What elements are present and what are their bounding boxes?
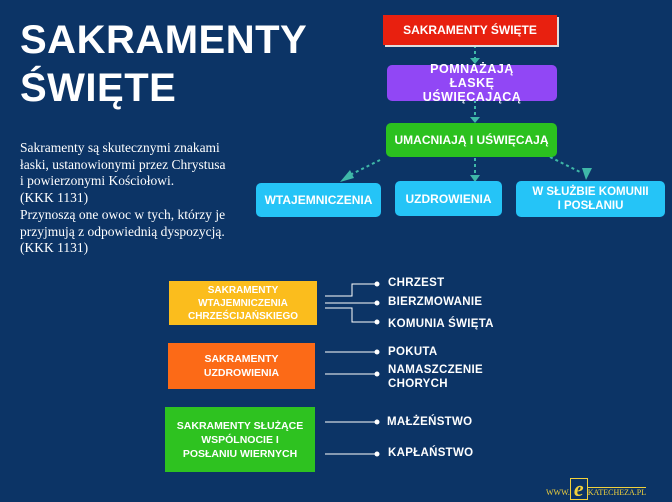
box-label: SAKRAMENTY ŚWIĘTE xyxy=(403,23,537,37)
logo: WWW. e KATECHEZA.PL xyxy=(546,474,647,500)
text-line: Przynoszą one owoc w tych, którzy je xyxy=(20,207,226,222)
page-title: SAKRAMENTY ŚWIĘTE xyxy=(20,16,307,112)
text-line: (KKK 1131) xyxy=(20,240,89,255)
box-label: UZDROWIENIA xyxy=(405,191,492,206)
sacraments-box: SAKRAMENTY ŚWIĘTE xyxy=(383,15,557,45)
sacrament-confirmation: BIERZMOWANIE xyxy=(388,296,483,308)
strengthen-box: UMACNIAJĄ I UŚWIĘCAJĄ xyxy=(386,123,557,157)
sacrament-holy-orders: KAPŁAŃSTWO xyxy=(388,447,474,459)
box-label: W SŁUŻBIE KOMUNII I POSŁANIU xyxy=(532,186,649,212)
effect-text: Przynoszą one owoc w tych, którzy je prz… xyxy=(20,207,260,257)
branch-healing: UZDROWIENIA xyxy=(395,181,502,216)
text-line: Sakramenty są skutecznymi znakami xyxy=(20,140,220,155)
logo-prefix: WWW. xyxy=(546,488,570,497)
logo-letter: e xyxy=(569,478,588,500)
group-service: SAKRAMENTY SŁUŻĄCE WSPÓLNOCIE I POSŁANIU… xyxy=(165,407,315,472)
group-initiation: SAKRAMENTY WTAJEMNICZENIA CHRZEŚCIJAŃSKI… xyxy=(169,281,317,325)
text-line: (KKK 1131) xyxy=(20,189,89,205)
sacrament-baptism: CHRZEST xyxy=(388,277,445,289)
group-healing: SAKRAMENTY UZDROWIENIA xyxy=(168,343,315,389)
box-label: SAKRAMENTY UZDROWIENIA xyxy=(203,353,280,379)
text-line: łaski, ustanowionymi przez Chrystusa xyxy=(20,156,226,172)
branch-service: W SŁUŻBIE KOMUNII I POSŁANIU xyxy=(516,181,665,217)
branch-initiation: WTAJEMNICZENIA xyxy=(256,183,381,217)
sacrament-penance: POKUTA xyxy=(388,346,438,358)
logo-suffix: KATECHEZA.PL xyxy=(587,487,647,497)
sacrament-anointing: NAMASZCZENIE CHORYCH xyxy=(388,364,483,390)
grace-box: POMNAŻAJĄ ŁASKĘ UŚWIĘCAJĄCĄ xyxy=(387,62,557,104)
definition-text: Sakramenty są skutecznymi znakami łaski,… xyxy=(20,140,260,206)
title-line: SAKRAMENTY xyxy=(20,18,308,62)
text-line: i powierzonymi Kościołowi. xyxy=(20,173,175,188)
box-label: WTAJEMNICZENIA xyxy=(264,193,373,207)
box-label: UMACNIAJĄ I UŚWIĘCAJĄ xyxy=(394,133,549,147)
box-label: SAKRAMENTY WTAJEMNICZENIA CHRZEŚCIJAŃSKI… xyxy=(187,284,298,322)
sacrament-marriage: MAŁŻEŃSTWO xyxy=(387,416,473,428)
box-label: SAKRAMENTY SŁUŻĄCE WSPÓLNOCIE I POSŁANIU… xyxy=(176,419,304,460)
title-line: ŚWIĘTE xyxy=(20,66,177,110)
box-label: POMNAŻAJĄ ŁASKĘ UŚWIĘCAJĄCĄ xyxy=(422,62,522,104)
sacrament-eucharist: KOMUNIA ŚWIĘTA xyxy=(388,318,494,330)
text-line: przyjmują z odpowiednią dyspozycją. xyxy=(20,223,225,239)
